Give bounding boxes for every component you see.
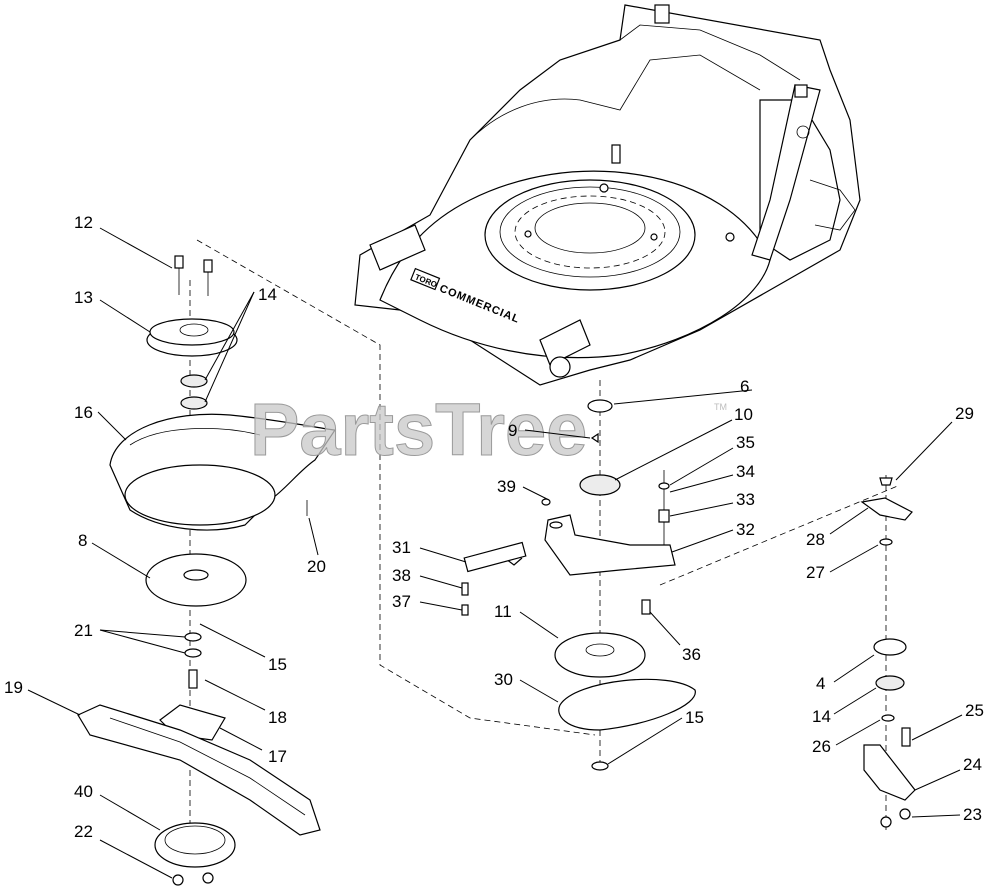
callout-4: 4: [816, 674, 825, 693]
mower-blade: [77, 704, 321, 836]
callout-27: 27: [806, 563, 825, 582]
callout-34: 34: [736, 462, 755, 481]
callout-14: 14: [258, 285, 277, 304]
callout-21: 21: [74, 621, 93, 640]
callout-32: 32: [736, 520, 755, 539]
callout-17: 17: [268, 747, 287, 766]
callout-6: 6: [740, 377, 749, 396]
callout-39: 39: [497, 477, 516, 496]
watermark: PartsTree TM: [250, 388, 728, 472]
center-assembly: [461, 380, 901, 771]
bearings: [180, 374, 208, 410]
shaft-key: [188, 669, 198, 689]
callout-26: 26: [812, 737, 831, 756]
callout-24: 24: [963, 755, 982, 774]
callout-29: 29: [955, 404, 974, 423]
callout-33: 33: [736, 490, 755, 509]
callout-19: 19: [4, 678, 23, 697]
blade-hub: [154, 822, 236, 868]
callout-15-center: 15: [685, 708, 704, 727]
callout-18: 18: [268, 708, 287, 727]
right-assembly: [860, 475, 916, 830]
callout-14-right: 14: [812, 707, 831, 726]
belt-cover: [109, 413, 337, 531]
callout-10: 10: [734, 405, 753, 424]
callout-23: 23: [963, 805, 982, 824]
callout-38: 38: [392, 566, 411, 585]
callout-11: 11: [494, 602, 512, 621]
callout-31: 31: [392, 538, 411, 557]
callout-35: 35: [736, 433, 755, 452]
callout-13: 13: [74, 288, 93, 307]
callout-37: 37: [392, 592, 411, 611]
callout-15: 15: [268, 655, 287, 674]
watermark-tm: TM: [714, 402, 727, 412]
callout-28: 28: [806, 530, 825, 549]
callout-9: 9: [508, 421, 517, 440]
blade-adapter-disc: [145, 553, 247, 607]
callout-20: 20: [307, 557, 326, 576]
callout-8: 8: [78, 531, 87, 550]
callout-22: 22: [74, 822, 93, 841]
callout-36: 36: [682, 645, 701, 664]
callout-16: 16: [74, 403, 93, 422]
callout-labels: 12 13 14 16 20 8 21 15 18 19 17 40 22 6 …: [4, 213, 984, 841]
callout-25: 25: [965, 701, 984, 720]
pulley-flange: [146, 318, 238, 357]
bolts: [174, 255, 213, 296]
leader-lines: [27, 227, 963, 879]
callout-40: 40: [74, 782, 93, 801]
mower-deck-housing: TORO COMMERCIAL: [354, 4, 861, 386]
callout-12: 12: [74, 213, 93, 232]
washers: [184, 632, 202, 658]
watermark-text: PartsTree: [250, 388, 587, 471]
callout-30: 30: [494, 670, 513, 689]
